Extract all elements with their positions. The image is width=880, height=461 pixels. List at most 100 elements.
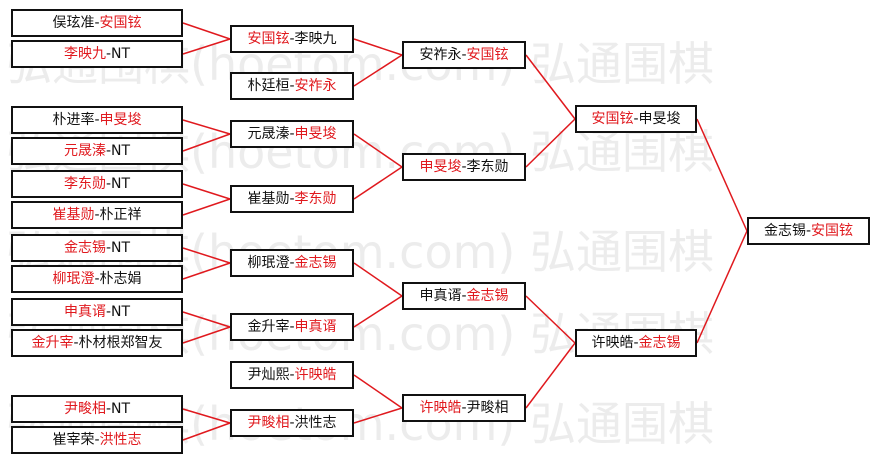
player: -李东勋 — [461, 159, 509, 175]
match-box-r1: 朴进率-申旻埈 — [11, 106, 183, 134]
player: 安国铉 — [811, 223, 854, 239]
connector-line — [182, 38, 231, 55]
player: 金升宰 — [31, 335, 74, 351]
match-box-r1: 柳珉澄-朴志娟 — [11, 265, 183, 293]
match-box-r1: 李东勋-NT — [11, 170, 183, 198]
player: 俣玹准- — [52, 15, 100, 31]
player: -朴志娟 — [94, 271, 142, 287]
player: 申旻埈 — [99, 112, 142, 128]
connector-line — [525, 295, 576, 344]
match-box-r1: 金升宰-朴材根郑智友 — [11, 329, 183, 357]
player: -NT — [105, 240, 131, 256]
connector-line — [353, 54, 403, 87]
player: 元晟溱- — [247, 126, 295, 142]
player: -李映九 — [289, 31, 337, 47]
connector-line — [182, 262, 231, 280]
player: 柳珉澄 — [52, 271, 95, 287]
match-box-r3: 许映皓-尹畯相 — [402, 394, 526, 422]
player: 申旻埈 — [419, 159, 462, 175]
player: -NT — [105, 176, 131, 192]
player: 元晟溱 — [63, 143, 106, 159]
player: -NT — [105, 143, 131, 159]
player: 崔宰荣- — [52, 432, 100, 448]
player: 金志锡- — [763, 223, 812, 239]
connector-line — [182, 183, 231, 200]
player: 金升宰- — [247, 319, 295, 335]
match-box-r1: 俣玹准-安国铉 — [11, 9, 183, 37]
player: -朴材根郑智友 — [73, 335, 163, 351]
connector-line — [353, 262, 403, 297]
connector-line — [525, 118, 576, 168]
player: 申真谞 — [63, 304, 106, 320]
player: 安祚永 — [294, 78, 337, 94]
player: 金志锡 — [466, 288, 509, 304]
connector-line — [182, 311, 231, 328]
match-box-r3: 安祚永-安国铉 — [402, 41, 526, 69]
player: 柳珉澄- — [247, 255, 295, 271]
player: 申旻埈 — [294, 126, 337, 142]
match-box-r2: 元晟溱-申旻埈 — [230, 120, 354, 148]
player: 李东勋 — [294, 191, 337, 207]
match-box-r1: 元晟溱-NT — [11, 137, 183, 165]
connector-line — [353, 295, 403, 328]
player: 许映皓 — [419, 400, 462, 416]
connector-line — [182, 247, 231, 264]
match-box-r2: 尹灿熙-许映皓 — [230, 361, 354, 389]
match-box-r2: 柳珉澄-金志锡 — [230, 249, 354, 277]
player: 申真谞- — [419, 288, 467, 304]
match-box-r4: 安国铉-申旻埈 — [575, 105, 697, 133]
match-box-r2: 崔基勋-李东勋 — [230, 185, 354, 213]
player: 李映九 — [63, 46, 106, 62]
player: -NT — [105, 304, 131, 320]
match-box-r3: 申旻埈-李东勋 — [402, 153, 526, 181]
player: 洪性志 — [99, 432, 142, 448]
match-box-r1: 崔宰荣-洪性志 — [11, 426, 183, 454]
connector-line — [353, 407, 403, 424]
player: -洪性志 — [289, 415, 337, 431]
connector-line — [182, 119, 231, 135]
player: 朴廷桓- — [247, 78, 295, 94]
match-box-r2: 安国铉-李映九 — [230, 25, 354, 53]
connector-line — [525, 54, 576, 120]
player: 李东勋 — [63, 176, 106, 192]
connector-line — [696, 118, 748, 232]
connector-line — [525, 342, 576, 409]
player: 崔基勋 — [52, 207, 95, 223]
match-box-r2: 朴廷桓-安祚永 — [230, 72, 354, 100]
player: -申旻埈 — [633, 111, 681, 127]
player: 申真谞 — [294, 319, 337, 335]
player: -NT — [105, 46, 131, 62]
match-box-r2: 金升宰-申真谞 — [230, 313, 354, 341]
match-box-r3: 申真谞-金志锡 — [402, 282, 526, 310]
player: 安国铉 — [591, 111, 634, 127]
player: 安国铉 — [247, 31, 290, 47]
player: 许映皓 — [294, 367, 337, 383]
match-box-r1: 金志锡-NT — [11, 234, 183, 262]
match-box-final: 金志锡-安国铉 — [747, 217, 870, 245]
player: 金志锡 — [63, 240, 106, 256]
match-box-r1: 李映九-NT — [11, 40, 183, 68]
match-box-r1: 尹畯相-NT — [11, 395, 183, 423]
player: -NT — [105, 401, 131, 417]
player: 安国铉 — [466, 47, 509, 63]
connector-line — [182, 326, 231, 344]
match-box-r1: 崔基勋-朴正祥 — [11, 201, 183, 229]
player: 金志锡 — [638, 335, 681, 351]
connector-line — [182, 408, 231, 424]
player: 许映皓- — [591, 335, 639, 351]
player: -尹畯相 — [461, 400, 509, 416]
match-box-r2: 尹畯相-洪性志 — [230, 409, 354, 437]
match-box-r4: 许映皓-金志锡 — [575, 329, 697, 357]
connector-line — [182, 133, 231, 152]
player: 尹畯相 — [63, 401, 106, 417]
connector-line — [182, 22, 231, 40]
match-box-r1: 申真谞-NT — [11, 298, 183, 326]
connector-line — [182, 198, 231, 216]
connector-line — [353, 166, 403, 200]
connector-line — [353, 133, 403, 168]
player: 朴进率- — [52, 112, 100, 128]
connector-line — [353, 374, 403, 409]
player: 尹畯相 — [247, 415, 290, 431]
connector-line — [182, 422, 231, 441]
connector-line — [696, 230, 748, 344]
